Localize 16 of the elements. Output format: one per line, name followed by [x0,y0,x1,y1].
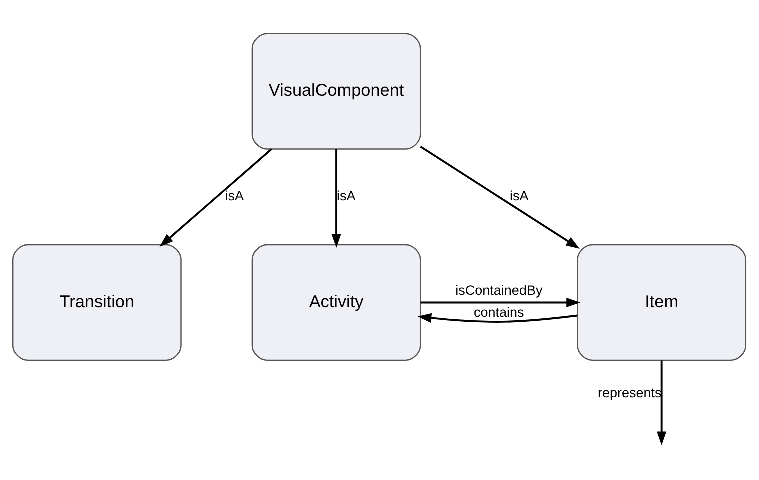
arrow [420,297,580,308]
arrow [160,148,272,246]
arrow [418,312,578,322]
edge-label: contains [474,304,524,320]
edge-label: represents [598,385,662,400]
edge-label: isContainedBy [456,282,543,298]
edge-label: isA [336,188,356,204]
node-box: Item [577,244,747,361]
arrow [420,146,580,248]
arrow [657,360,667,445]
node-box: Activity [252,244,422,361]
edge-label: isA [510,188,529,204]
node-box: Transition [12,244,182,361]
edge-label: isA [225,188,244,204]
node-box: VisualComponent [252,32,422,150]
arrow [332,148,342,248]
